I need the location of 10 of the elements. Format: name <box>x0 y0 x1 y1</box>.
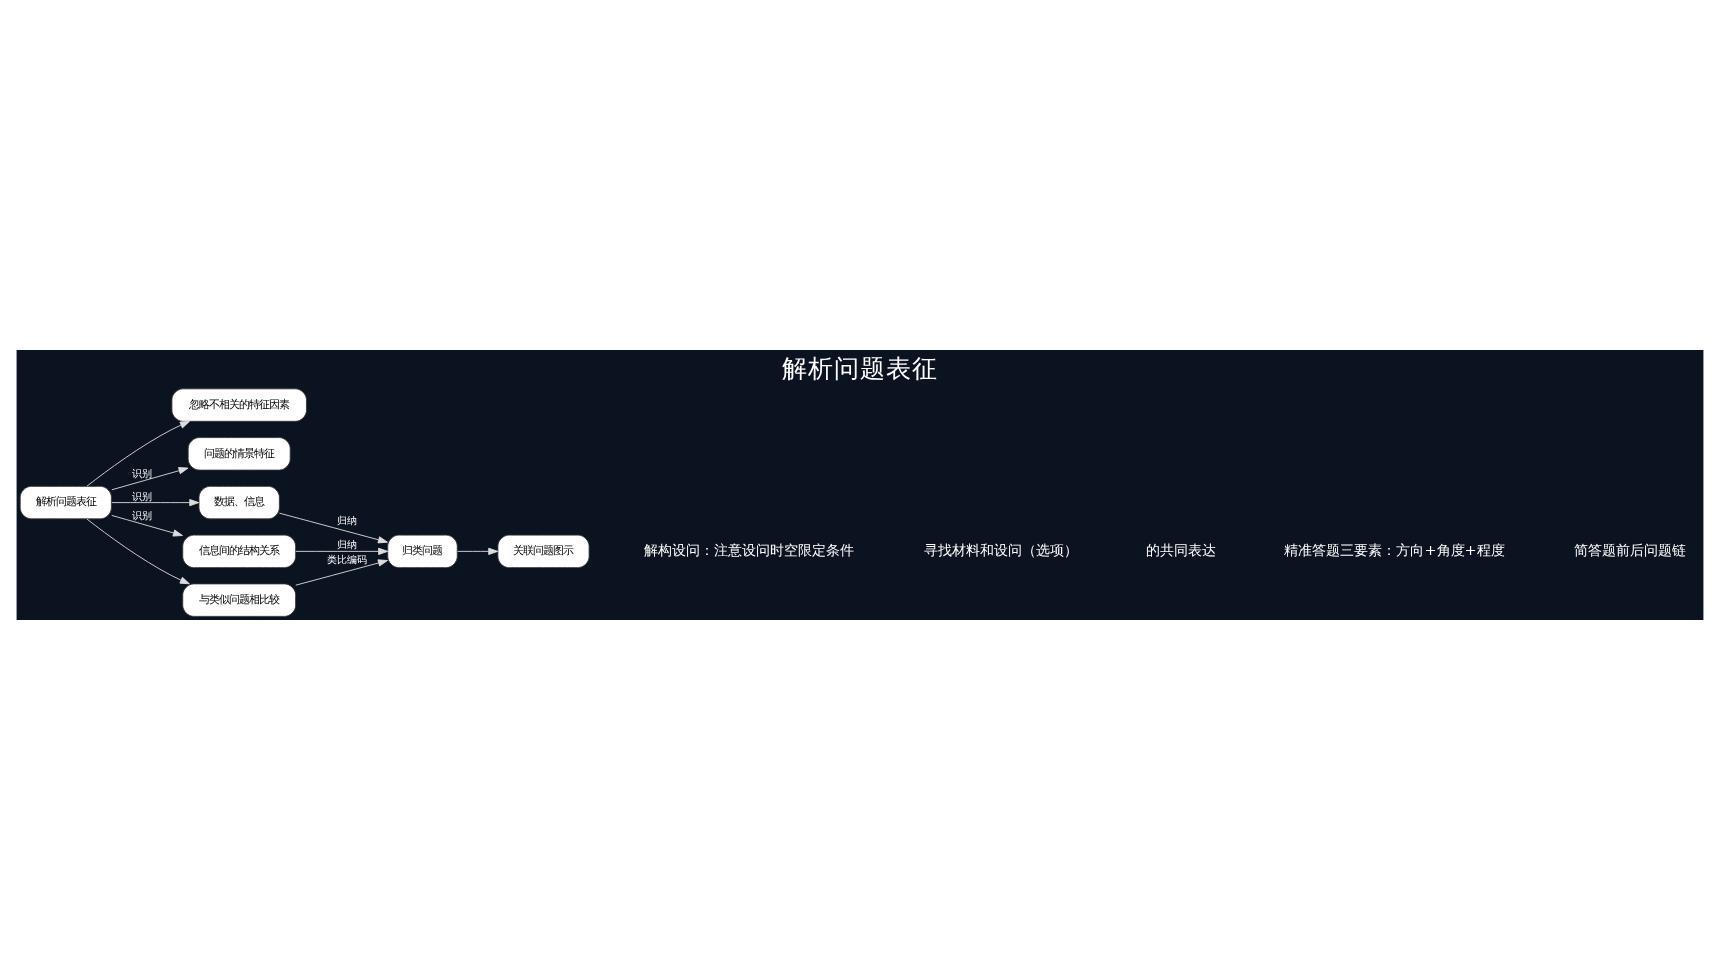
arrow <box>86 517 190 584</box>
arrow <box>111 498 200 506</box>
arrow <box>111 513 183 536</box>
arrow <box>295 558 388 585</box>
arrow <box>111 466 189 490</box>
arrow <box>295 546 389 554</box>
arrow <box>86 419 190 486</box>
diagram-title: 解析问题表征 <box>782 352 938 383</box>
arrow <box>457 546 499 554</box>
arrow <box>279 511 388 543</box>
